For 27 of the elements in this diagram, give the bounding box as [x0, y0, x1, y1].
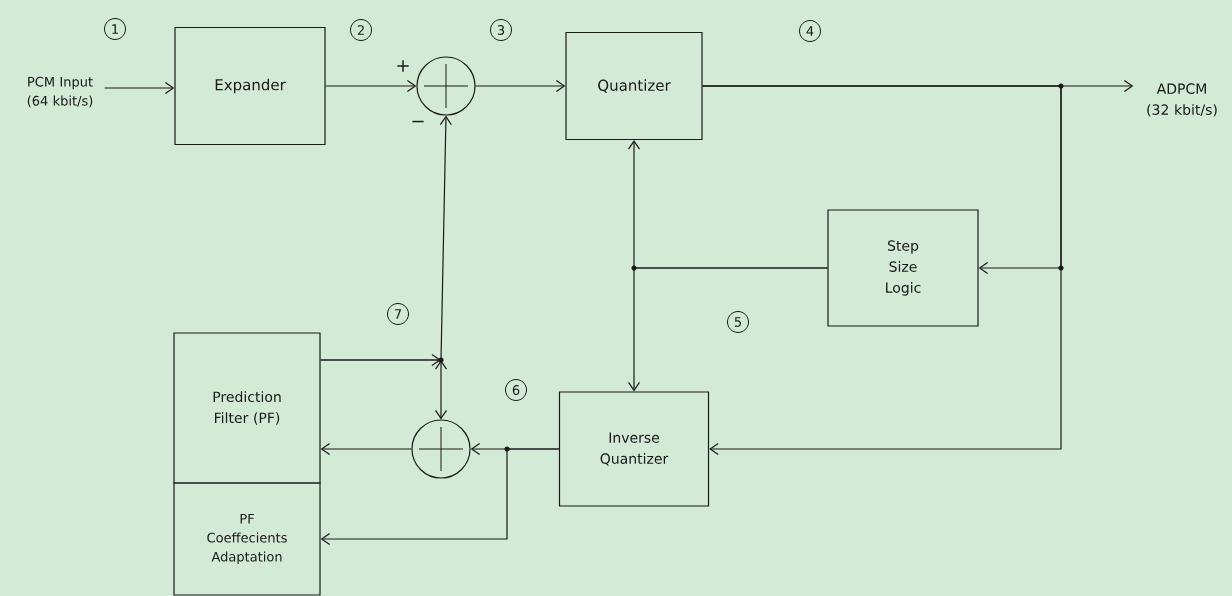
sign-label: − — [412, 120, 424, 123]
callout-number: 1 — [104, 18, 126, 40]
arrow — [627, 267, 828, 392]
adaptation-box: PF Coeffecients Adaptation — [173, 482, 321, 596]
process-box: Expander — [174, 26, 326, 146]
arrow — [320, 442, 412, 456]
process-box: Inverse Quantizer — [558, 391, 710, 507]
process-box: Quantizer — [565, 31, 703, 141]
summing-junction — [416, 56, 476, 116]
process-box: Step Size Logic — [827, 209, 979, 327]
callout-number: 3 — [490, 19, 512, 41]
arrow — [320, 448, 560, 546]
callout-number: 7 — [387, 303, 409, 325]
filter-box: Prediction Filter (PF) — [173, 332, 321, 484]
arrow — [325, 79, 417, 93]
callout-number: 5 — [727, 311, 749, 333]
callout-number: 4 — [799, 20, 821, 42]
arrow — [104, 81, 175, 95]
input-label: PCM Input (64 kbit/s) — [27, 76, 93, 108]
arrow — [320, 359, 448, 420]
sign-label: + — [397, 60, 409, 72]
callout-number: 6 — [505, 379, 527, 401]
arrow — [702, 85, 1062, 456]
callout-number: 2 — [350, 19, 372, 41]
summing-junction — [411, 419, 471, 479]
arrow — [475, 79, 566, 93]
output-label: ADPCM (32 kbit/s) — [1147, 83, 1217, 117]
